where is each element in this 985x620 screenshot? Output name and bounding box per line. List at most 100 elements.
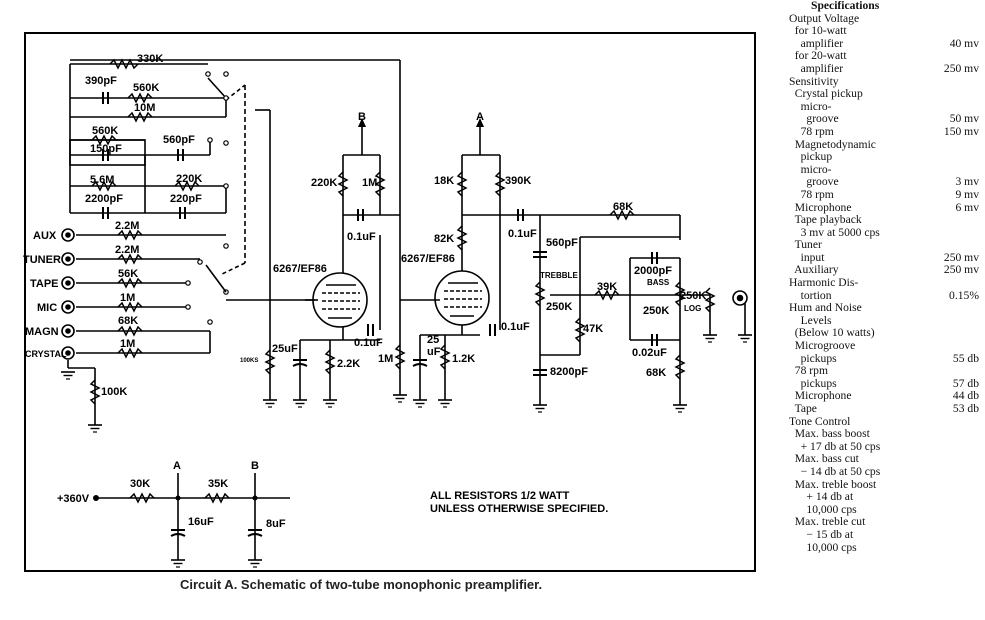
label-68k-magn: 68K bbox=[118, 315, 138, 327]
resistor-68k-bass bbox=[674, 354, 686, 380]
spec-label: Auxiliary bbox=[789, 263, 839, 277]
spec-label: Specifications bbox=[811, 0, 880, 12]
spec-label: amplifier bbox=[789, 61, 844, 75]
label-volume-pot: 250K bbox=[680, 290, 706, 302]
capacitor-16uf bbox=[170, 529, 186, 537]
resistor-560k-a bbox=[127, 92, 153, 104]
pot-volume bbox=[704, 287, 716, 313]
label-2000pf: 2000pF bbox=[634, 265, 672, 277]
spec-row: Max. bass cut bbox=[789, 453, 983, 466]
spec-label: Microphone bbox=[789, 200, 852, 214]
spec-value: 55 db bbox=[952, 351, 979, 365]
spec-label: Harmonic Dis- bbox=[789, 276, 859, 290]
label-220k-screen: 220K bbox=[311, 177, 337, 189]
spec-row: Tuner bbox=[789, 238, 983, 252]
spec-label: + 14 db at bbox=[789, 490, 854, 504]
resistor-39k bbox=[594, 289, 620, 301]
jack-magn bbox=[61, 324, 75, 338]
spec-label: Microphone bbox=[789, 389, 852, 403]
spec-row: 10,000 cps bbox=[789, 502, 983, 517]
spec-row: (Below 10 watts) bbox=[789, 327, 983, 340]
label-1m-crystal: 1M bbox=[120, 338, 135, 350]
label-10m: 10M bbox=[134, 102, 155, 114]
resistor-1m-crystal bbox=[117, 347, 143, 359]
spec-label: micro- bbox=[789, 99, 832, 113]
label-47k: 47K bbox=[583, 323, 603, 335]
spec-label: 10,000 cps bbox=[789, 502, 857, 516]
spec-label: Sensitivity bbox=[789, 74, 839, 88]
label-100k: 100K bbox=[101, 386, 127, 398]
jack-crystal bbox=[61, 346, 75, 360]
capacitor-8uf bbox=[247, 529, 263, 537]
resistor-330k bbox=[109, 58, 139, 70]
label-input-crystal: CRYSTAL bbox=[25, 349, 67, 359]
spec-value: 250 mv bbox=[943, 250, 979, 264]
spec-row: Max. treble cut bbox=[789, 516, 983, 529]
spec-row: + 17 db at 50 cps bbox=[789, 440, 983, 454]
spec-row: Sensitivity bbox=[789, 74, 983, 89]
spec-label: pickup bbox=[789, 150, 833, 164]
label-input-magn: MAGN bbox=[25, 326, 59, 338]
resistor-68k-magn bbox=[117, 325, 143, 337]
spec-value: 50 mv bbox=[949, 112, 979, 126]
pot-treble bbox=[534, 281, 546, 307]
spec-label: Output Voltage bbox=[789, 11, 860, 25]
resistor-2-2m-a bbox=[117, 229, 143, 241]
label-0-1uf-out: 0.1uF bbox=[501, 321, 530, 333]
spec-value: 150 mv bbox=[943, 124, 979, 138]
spec-label: groove bbox=[789, 175, 839, 189]
spec-row: pickup bbox=[789, 150, 983, 164]
spec-label: 78 rpm bbox=[789, 187, 834, 201]
label-30k: 30K bbox=[130, 478, 150, 490]
label-0-02uf: 0.02uF bbox=[632, 347, 667, 359]
capacitor-0-02uf bbox=[651, 334, 658, 346]
spec-row: micro- bbox=[789, 163, 983, 177]
label-0-1uf-cathode1: 0.1uF bbox=[354, 337, 383, 349]
spec-row: for 20-watt bbox=[789, 50, 983, 63]
label-18k: 18K bbox=[434, 175, 454, 187]
label-supply-a: A bbox=[173, 460, 181, 472]
spec-label: Magnetodynamic bbox=[789, 137, 876, 151]
label-treble: TREBBLE bbox=[540, 271, 578, 280]
spec-row: 78 rpm bbox=[789, 364, 983, 378]
label-input-tape: TAPE bbox=[30, 278, 59, 290]
label-360v: +360V bbox=[57, 493, 90, 505]
resistor-5-6m bbox=[91, 180, 117, 192]
resistor-18k bbox=[456, 171, 468, 197]
capacitor-150pf bbox=[102, 149, 109, 161]
label-150pf: 150pF bbox=[90, 143, 122, 155]
spec-label: Tone Control bbox=[789, 414, 851, 428]
label-2-2k: 2.2K bbox=[337, 358, 360, 370]
label-560pf-tone: 560pF bbox=[546, 237, 578, 249]
spec-row: Crystal pickup bbox=[789, 87, 983, 101]
spec-row: 3 mv at 5000 cps bbox=[789, 226, 983, 240]
spec-label: amplifier bbox=[789, 36, 844, 50]
spec-row: Microgroove bbox=[789, 339, 983, 353]
spec-label: Microgroove bbox=[789, 339, 856, 353]
jack-tuner bbox=[61, 252, 75, 266]
spec-label: Max. treble cut bbox=[789, 515, 866, 529]
spec-value: 40 mv bbox=[949, 36, 979, 50]
label-input-tuner: TUNER bbox=[23, 254, 61, 266]
capacitor-0-1uf-cathode1 bbox=[367, 324, 374, 336]
resistor-1-2k bbox=[439, 344, 451, 370]
label-treble-pot: 250K bbox=[546, 301, 572, 313]
spec-row: Max. treble boost bbox=[789, 478, 983, 492]
label-560pf: 560pF bbox=[163, 134, 195, 146]
spec-label: − 15 db at bbox=[789, 527, 854, 541]
spec-label: pickups bbox=[789, 351, 837, 365]
label-0-1uf-screen1: 0.1uF bbox=[347, 231, 376, 243]
jack-output bbox=[732, 290, 748, 306]
label-16uf: 16uF bbox=[188, 516, 214, 528]
label-1m-mic: 1M bbox=[120, 292, 135, 304]
capacitor-8200pf bbox=[533, 369, 547, 376]
resistor-30k bbox=[129, 492, 155, 504]
spec-row: amplifier 40 mv bbox=[789, 36, 983, 51]
resistor-1m-plate bbox=[374, 171, 386, 197]
